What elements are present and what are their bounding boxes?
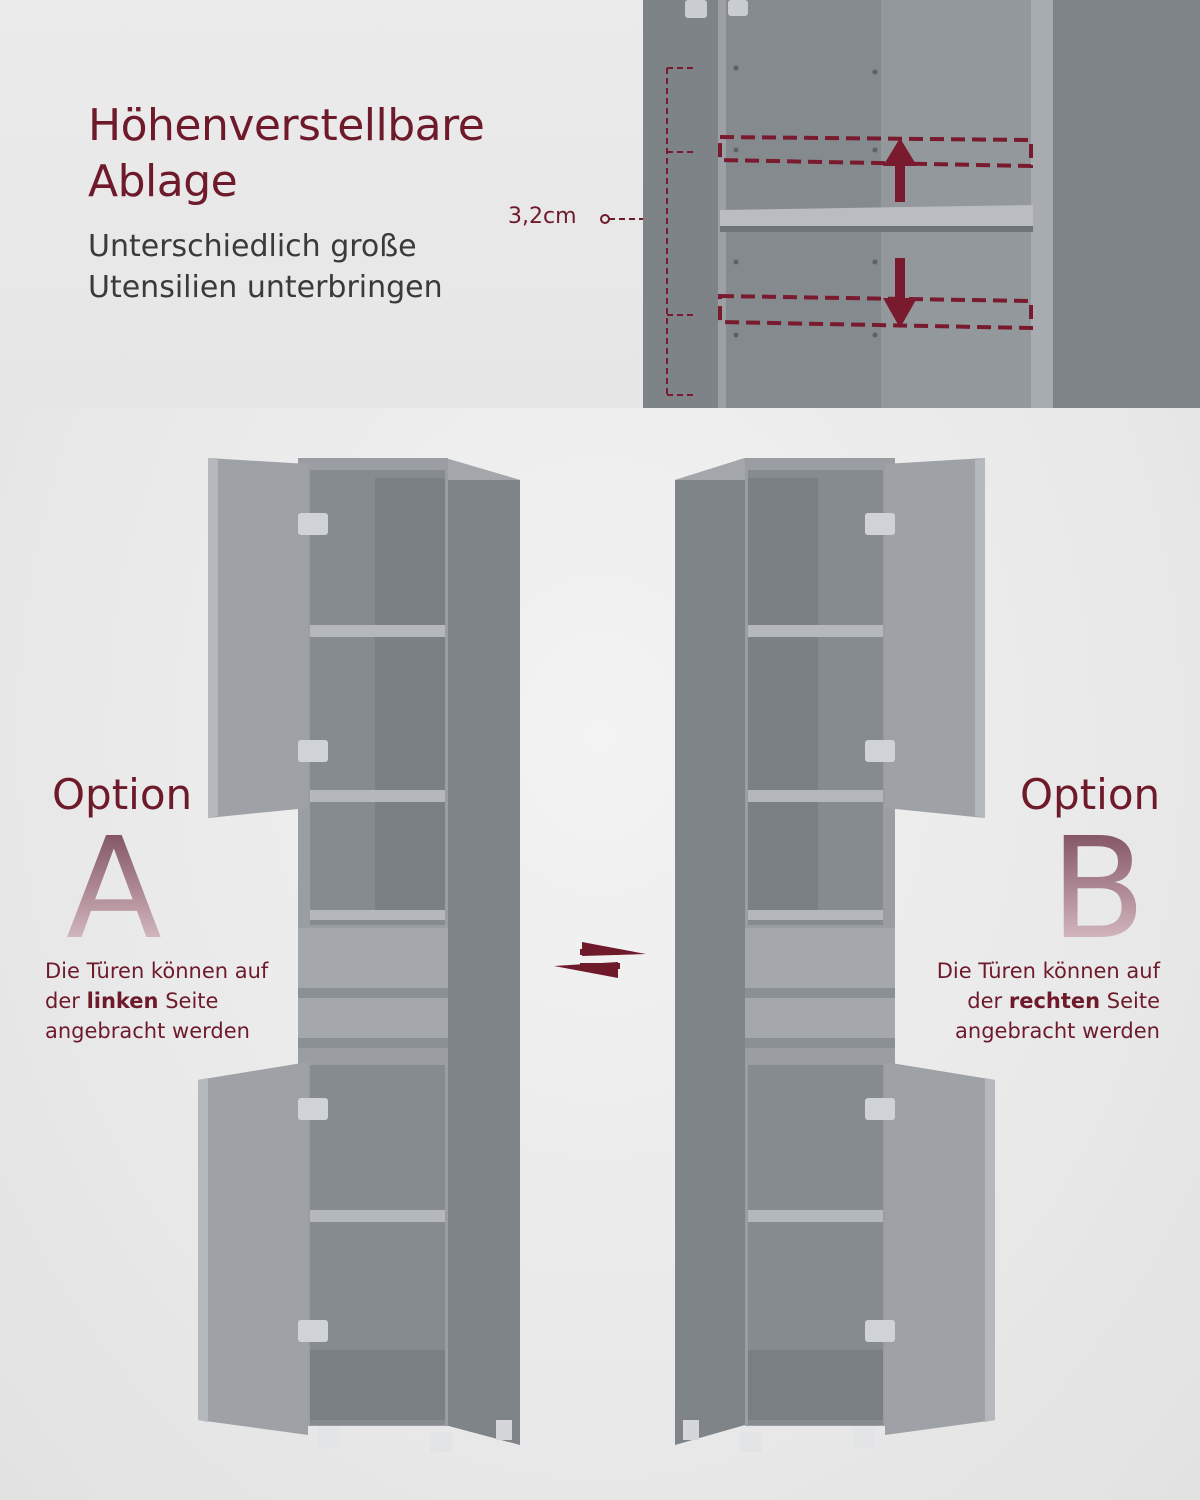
option-a-letter: A	[66, 808, 162, 971]
option-a-desc-bold: linken	[86, 989, 159, 1013]
option-a-desc-suffix: Seite	[158, 989, 219, 1013]
option-a-desc-line-1: Die Türen können auf	[45, 959, 269, 983]
shelf-closeup-image	[643, 0, 1200, 408]
option-b-desc-prefix: der	[967, 989, 1009, 1013]
swap-arrows-icon	[554, 942, 646, 978]
page-title: Höhenverstellbare Ablage	[88, 98, 485, 210]
option-b-description: Die Türen können auf der rechten Seite a…	[937, 956, 1160, 1046]
dimension-label: 3,2cm	[508, 204, 577, 229]
title-line-1: Höhenverstellbare	[88, 100, 485, 151]
subtitle-line-2: Utensilien unterbringen	[88, 270, 443, 305]
title-line-2: Ablage	[88, 156, 238, 207]
option-a-label: Option	[52, 770, 193, 819]
option-b-letter: B	[1050, 808, 1147, 971]
option-b-desc-line-3: angebracht werden	[955, 1019, 1160, 1043]
option-a-desc-line-3: angebracht werden	[45, 1019, 250, 1043]
subtitle-line-1: Unterschiedlich große	[88, 229, 417, 264]
option-b-desc-line-1: Die Türen können auf	[936, 959, 1160, 983]
option-a-desc-prefix: der	[45, 989, 87, 1013]
option-b-desc-bold: rechten	[1008, 989, 1101, 1013]
cabinet-option-a-image	[198, 458, 520, 1452]
subtitle: Unterschiedlich große Utensilien unterbr…	[88, 226, 443, 308]
option-a-description: Die Türen können auf der linken Seite an…	[45, 956, 268, 1046]
option-b-label: Option	[1020, 770, 1161, 819]
option-b-desc-suffix: Seite	[1100, 989, 1160, 1013]
cabinet-option-b-image	[675, 458, 995, 1452]
